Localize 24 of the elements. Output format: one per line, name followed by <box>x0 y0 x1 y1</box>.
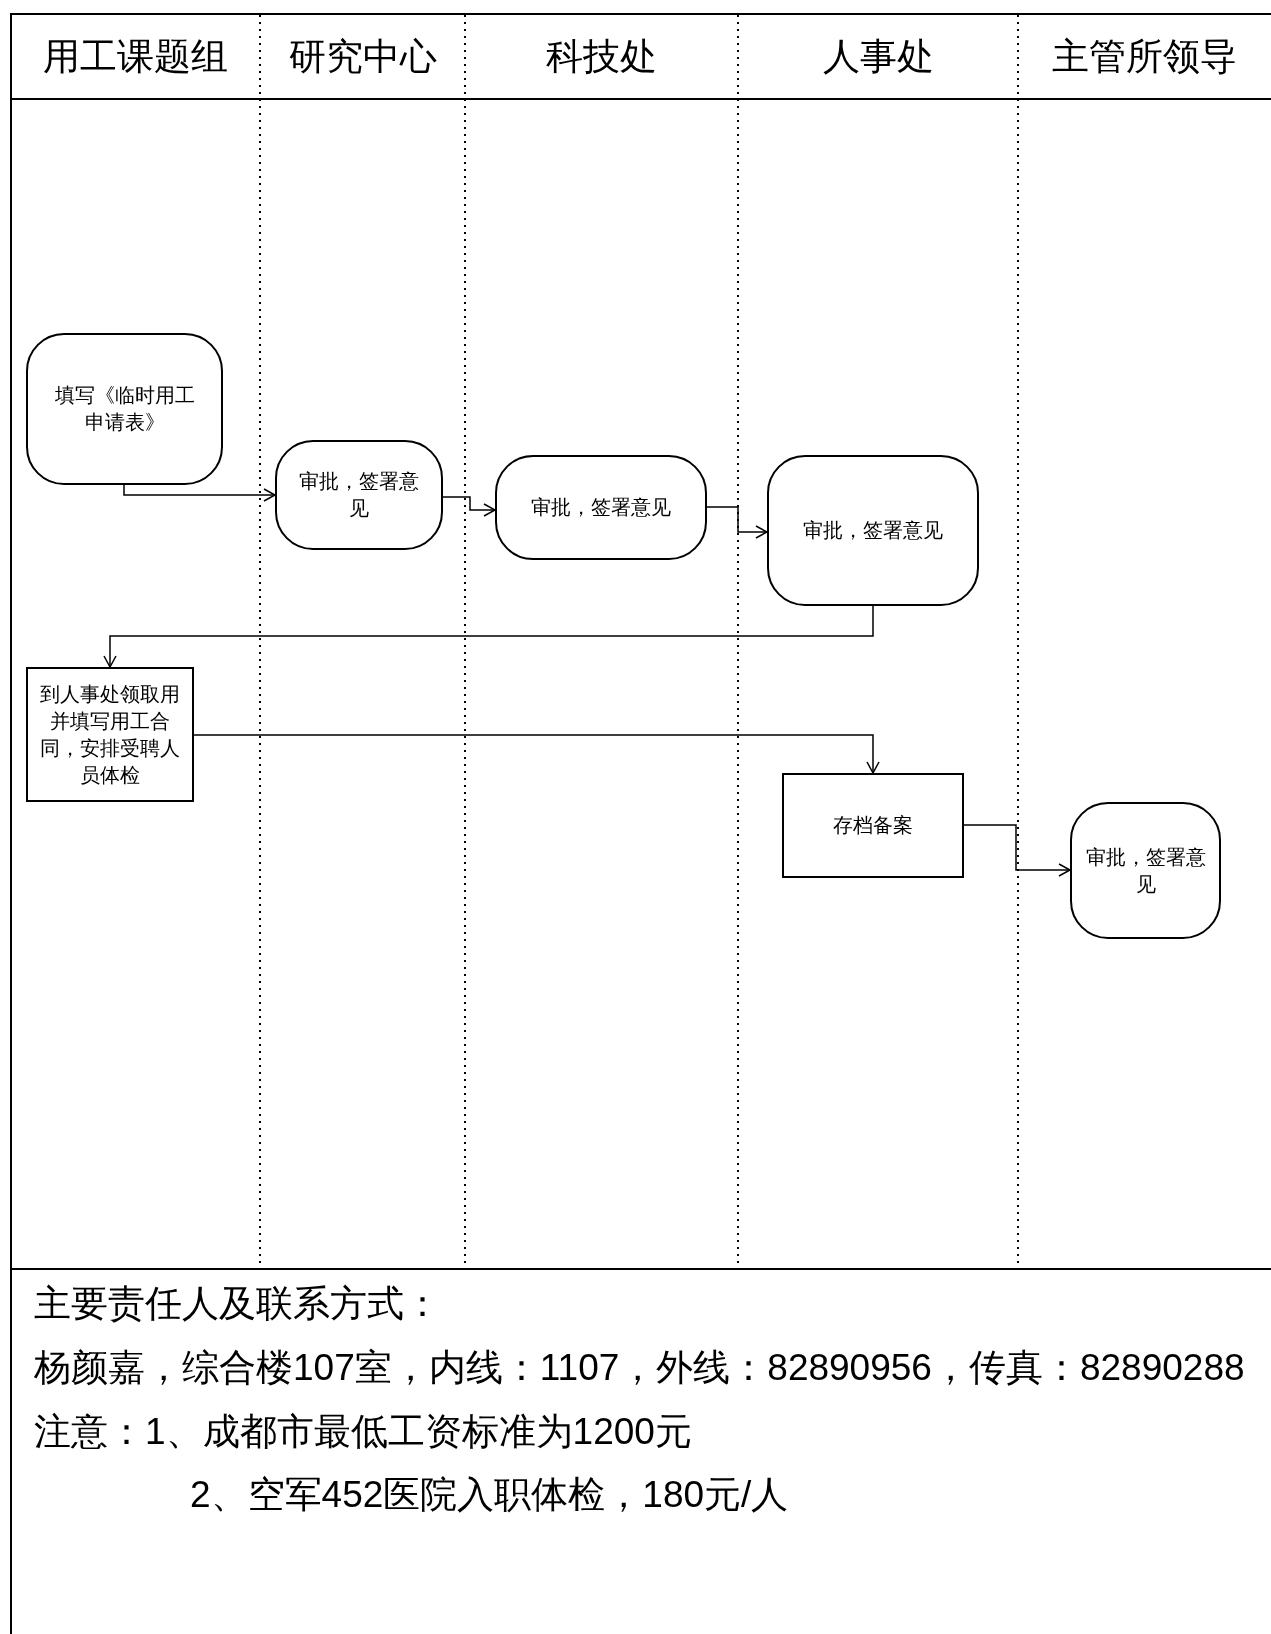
arrow <box>442 496 496 517</box>
task-box <box>26 667 194 802</box>
node-text: 审批，签署意见 <box>298 469 420 521</box>
process-box <box>275 440 443 550</box>
note-text: 杨颜嘉，综合楼107室，内线：1107，外线：82890956，传真：82890288 <box>34 1345 1246 1390</box>
arrow <box>963 824 1071 877</box>
note-text: 主要责任人及联系方式： <box>34 1282 442 1326</box>
note-text: 2、空军452医院入职体检，180元/人 <box>190 1473 790 1518</box>
arrow <box>123 484 276 502</box>
node-text: 存档备案 <box>833 813 913 838</box>
node-text: 审批，签署意见 <box>1084 844 1207 897</box>
arrow <box>706 506 768 539</box>
node-text: 到人事处领取用并填写用工合同，安排受聘人员体检 <box>39 681 181 788</box>
node-text: 审批，签署意见 <box>803 518 943 543</box>
node-text: 填写《临时用工申请表》 <box>53 383 196 435</box>
note-text: 注意：1、成都市最低工资标准为1200元 <box>34 1409 693 1454</box>
process-box <box>495 455 707 560</box>
node-text: 审批，签署意见 <box>531 495 671 520</box>
arrow <box>193 734 880 774</box>
task-box <box>782 773 964 878</box>
process-box <box>26 333 223 485</box>
process-box <box>767 455 979 606</box>
process-box <box>1070 802 1221 939</box>
arrow <box>103 605 874 668</box>
